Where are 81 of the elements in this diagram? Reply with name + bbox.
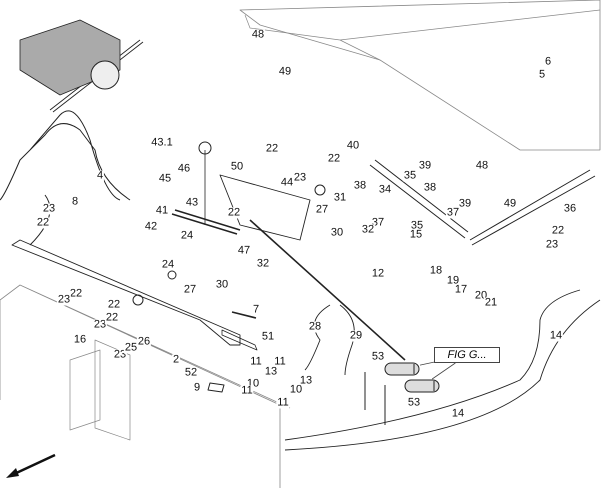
callout-number: 36	[562, 204, 578, 214]
callout-number: 23	[544, 240, 560, 250]
callout-number: 39	[458, 198, 472, 210]
callout-number: 11	[273, 356, 287, 368]
callout-number: 18	[428, 266, 444, 276]
callout-number: 15	[408, 230, 424, 240]
callout-number: 4	[96, 170, 104, 182]
callout-number: 31	[332, 192, 348, 204]
callout-number: 34	[378, 184, 392, 196]
callout-number: 24	[160, 260, 176, 270]
callout-number: 51	[260, 332, 276, 342]
callout-number: 23	[42, 204, 56, 214]
callout-number: 38	[352, 180, 368, 192]
callout-number: 30	[214, 280, 230, 290]
callout-number: 43.1	[150, 138, 174, 148]
callout-number: 27	[314, 204, 330, 216]
callout-number: 22	[326, 154, 342, 164]
callout-number: 26	[136, 336, 152, 348]
hand-grip-drawing	[404, 379, 440, 393]
callout-number: 22	[68, 288, 84, 300]
callout-number: 23	[292, 172, 308, 184]
callout-number: 40	[346, 140, 360, 152]
callout-number: 6	[544, 56, 552, 68]
callout-number: 13	[298, 376, 314, 386]
callout-number: 48	[250, 30, 266, 40]
callout-number: 32	[256, 258, 270, 270]
callout-number: 52	[184, 368, 198, 378]
callout-number: 45	[158, 174, 172, 184]
callout-number: 50	[230, 162, 244, 172]
callout-number: 14	[450, 408, 466, 420]
figure-reference-tag: FIG G...	[434, 347, 500, 363]
leader-line	[432, 362, 456, 380]
callout-number: 22	[36, 218, 50, 228]
callout-number: 47	[236, 246, 252, 256]
callout-number: 22	[264, 144, 280, 154]
callout-number: 29	[348, 330, 364, 342]
callout-number: 22	[106, 300, 122, 310]
callout-number: 38	[422, 182, 438, 194]
callout-number: 37	[446, 208, 460, 218]
callout-number: 32	[360, 224, 376, 236]
callout-number: 22	[226, 208, 242, 218]
callout-number: 49	[278, 66, 292, 78]
callout-number: 11	[249, 356, 263, 368]
callout-number: 39	[418, 160, 432, 172]
callout-number: 7	[252, 304, 260, 316]
callout-number: 30	[330, 228, 344, 238]
callout-number: 35	[402, 170, 418, 182]
callout-number: 43	[184, 198, 200, 208]
callout-number: 12	[370, 268, 386, 280]
callout-number: 44	[280, 178, 294, 188]
callout-number: 49	[502, 198, 518, 210]
callout-number: 25	[124, 342, 138, 354]
callout-number: 14	[548, 330, 564, 342]
callout-number: 42	[144, 222, 158, 232]
callout-number: 8	[70, 196, 80, 208]
callout-number: 10	[288, 384, 304, 396]
callout-number: 13	[264, 366, 278, 378]
callout-number: 35	[410, 220, 424, 232]
callout-number: 19	[446, 276, 460, 286]
callout-number: 11	[276, 398, 290, 408]
callout-number: 16	[72, 334, 88, 346]
callout-number: 46	[176, 164, 192, 174]
callout-number: 28	[308, 322, 322, 332]
callout-number: 24	[180, 230, 194, 242]
callout-number: 2	[172, 354, 180, 366]
callout-number: 9	[192, 382, 202, 394]
callout-number: 48	[474, 160, 490, 172]
callout-number: 21	[484, 298, 498, 308]
callout-number: 23	[56, 294, 72, 306]
callout-number: 22	[104, 312, 120, 324]
callout-number: 53	[370, 352, 386, 362]
callout-number: 11	[240, 386, 254, 396]
callout-number: 22	[550, 226, 566, 236]
callout-number: 27	[182, 284, 198, 296]
callout-number: 17	[454, 284, 468, 296]
callout-number: 41	[154, 206, 170, 216]
callout-number: 53	[406, 398, 422, 408]
leader-line	[420, 362, 434, 366]
callout-number: 23	[92, 320, 108, 330]
hand-grip-drawing	[384, 362, 420, 376]
callout-number: 5	[538, 70, 546, 80]
